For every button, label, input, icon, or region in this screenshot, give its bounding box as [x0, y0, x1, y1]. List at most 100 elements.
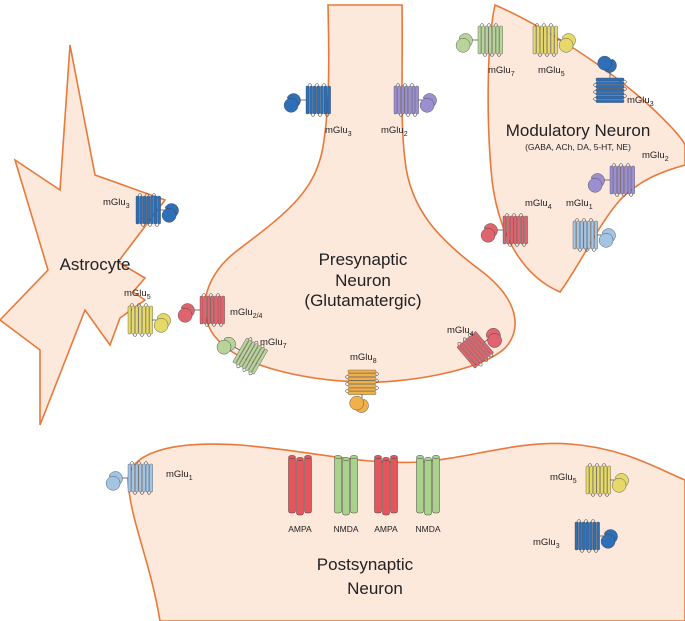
receptor-helix — [595, 85, 625, 89]
receptor-helix — [499, 25, 503, 55]
astrocyte-label: Astrocyte — [60, 255, 131, 274]
receptor-post-right-top — [585, 463, 629, 497]
receptor-helix — [547, 25, 551, 55]
receptor-helix — [327, 85, 331, 115]
receptor-astro-top — [135, 193, 179, 227]
ligand-binding-domain-icon — [216, 337, 240, 355]
receptor-loops — [504, 213, 527, 247]
receptor-helix — [536, 25, 540, 55]
receptor-label-post-right-top: mGlu5 — [550, 472, 577, 485]
receptor-axon-left — [283, 83, 331, 117]
receptor-helix — [502, 215, 507, 245]
receptor-helix — [520, 215, 525, 245]
receptor-helix — [627, 165, 632, 195]
receptor-loops — [395, 83, 418, 117]
receptor-axon-right — [393, 83, 437, 117]
ligand-binding-domain-icon — [597, 228, 616, 248]
receptor-helix — [524, 215, 528, 245]
presynaptic-label-line1: Presynaptic — [319, 250, 408, 269]
receptor-helix — [404, 85, 408, 115]
receptor-helix — [590, 220, 595, 250]
receptor-helix — [135, 463, 139, 493]
receptor-helix — [492, 25, 496, 55]
receptor-helix — [613, 165, 617, 195]
receptor-label-mod-top-left: mGlu7 — [488, 65, 515, 78]
receptor-loops — [137, 193, 160, 227]
receptor-loops — [574, 218, 597, 252]
receptor-helix — [142, 305, 146, 335]
receptor-helix — [131, 305, 135, 335]
ligand-binding-domain-icon — [587, 173, 610, 193]
receptor-helix — [576, 220, 580, 250]
receptor-pre-lower-left — [216, 337, 268, 376]
binding-lobe-lower — [598, 233, 614, 248]
binding-lobe-lower — [597, 55, 612, 71]
binding-lobe-lower — [611, 478, 627, 493]
receptor-linker — [234, 346, 240, 351]
channel-label-2: NMDA — [333, 524, 358, 534]
receptor-post-right-bottom — [574, 519, 618, 553]
receptor-helix — [595, 77, 625, 82]
channel-subunit-cap — [432, 455, 440, 459]
receptor-label-mod-mid-right: mGlu2 — [642, 150, 669, 163]
receptor-loops — [534, 23, 557, 57]
receptor-helix — [585, 465, 590, 495]
receptor-helix — [153, 195, 158, 225]
modulatory-label: Modulatory Neuron — [506, 121, 651, 140]
receptor-helix — [142, 463, 146, 493]
receptor-helix — [139, 195, 143, 225]
receptor-label-pre-left: mGlu2/4 — [230, 307, 263, 320]
channel-subunit — [304, 456, 312, 514]
channel-subunit-cap — [334, 455, 342, 459]
receptor-pre-right — [457, 328, 502, 369]
receptor-helix — [138, 463, 142, 493]
channel-subunit-cap — [382, 457, 390, 461]
ligand-binding-domain-icon — [480, 223, 503, 243]
receptor-mod-mid-right — [587, 163, 635, 197]
binding-lobe-lower — [349, 395, 364, 411]
binding-lobe-lower — [587, 178, 603, 193]
receptor-helix — [540, 25, 544, 55]
ligand-binding-domain-icon — [152, 313, 171, 333]
receptor-label-mod-bottom: mGlu1 — [566, 198, 593, 211]
receptor-helix — [347, 377, 377, 381]
ligand-binding-domain-icon — [418, 93, 437, 113]
receptor-mod-bottom — [572, 218, 616, 252]
channel-subunit — [416, 456, 424, 514]
channel-subunit — [288, 456, 296, 514]
receptor-loops — [593, 79, 627, 102]
channel-subunit — [296, 458, 304, 516]
binding-lobe-lower — [216, 339, 232, 355]
receptor-helix — [305, 85, 310, 115]
receptor-helix — [578, 521, 582, 551]
channel-subunit-cap — [288, 455, 296, 459]
channel-layer — [288, 455, 440, 516]
postsynaptic-label-line2: Neuron — [347, 579, 403, 598]
receptor-astro-bottom — [127, 303, 171, 337]
receptor-helix — [411, 85, 416, 115]
channel-subunit — [390, 456, 398, 514]
receptor-helix — [574, 521, 579, 551]
receptor-mod-top-left — [455, 23, 503, 57]
ion-channel-ampa — [374, 455, 398, 516]
receptor-helix — [583, 220, 587, 250]
receptor-label-astro-top: mGlu3 — [103, 197, 130, 210]
binding-lobe-lower — [161, 208, 177, 223]
receptor-loops — [457, 333, 494, 367]
receptor-helix — [401, 85, 405, 115]
receptor-helix — [595, 99, 625, 103]
receptor-label-mod-right: mGlu3 — [627, 95, 654, 108]
receptor-helix — [316, 85, 320, 115]
presynaptic-label-line3: (Glutamatergic) — [304, 291, 421, 310]
receptor-helix — [485, 25, 489, 55]
receptor-helix — [580, 220, 584, 250]
receptor-helix — [513, 215, 517, 245]
receptor-helix — [347, 373, 377, 377]
receptor-helix — [145, 463, 150, 493]
receptor-helix — [323, 85, 328, 115]
receptor-helix — [587, 220, 591, 250]
receptor-helix — [596, 465, 600, 495]
ligand-binding-domain-icon — [105, 471, 128, 491]
receptor-helix — [532, 25, 537, 55]
